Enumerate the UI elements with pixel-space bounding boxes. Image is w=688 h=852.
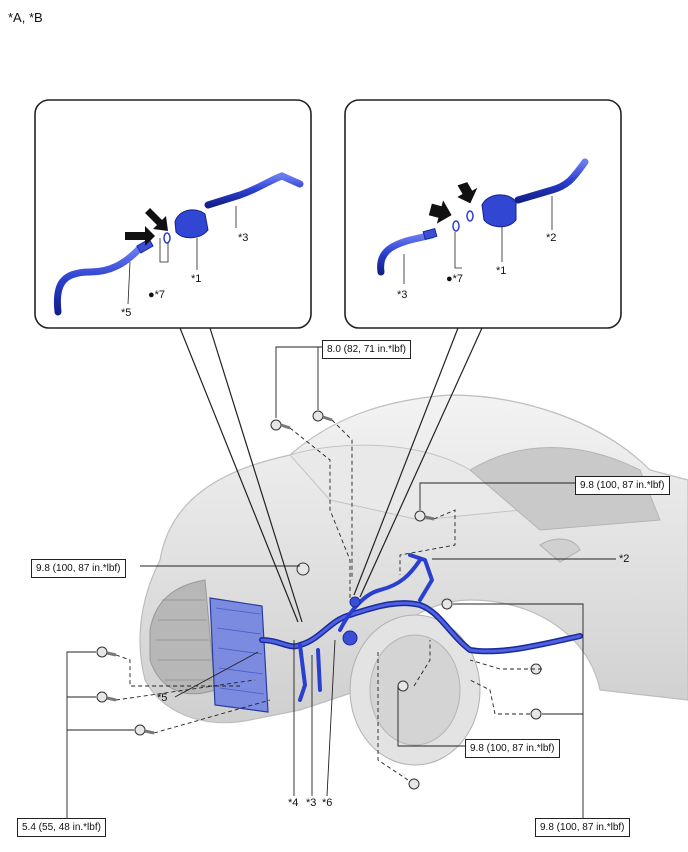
- inset-a-label-3: *3: [238, 232, 249, 244]
- inset-b-label-3: *3: [397, 289, 408, 301]
- torque-spec-right-upper: 9.8 (100, 87 in.*lbf): [575, 476, 670, 495]
- main-label-3: *3: [306, 797, 317, 809]
- bolt-icon: [270, 419, 291, 431]
- inset-a: [34, 99, 312, 329]
- torque-spec-bottom-left: 5.4 (55, 48 in.*lbf): [17, 818, 106, 837]
- main-label-4: *4: [288, 797, 299, 809]
- bolt-icon: [441, 598, 453, 610]
- bolt-icon: [312, 410, 333, 422]
- arrow-icon: [428, 200, 452, 224]
- inset-b-label-7: ●*7: [446, 273, 464, 285]
- ac-pipe-assembly: [259, 553, 583, 702]
- bolt-icon: [96, 691, 117, 703]
- inset-b: [344, 99, 622, 329]
- bolt-icon: [408, 778, 420, 790]
- bolt-icon: [296, 562, 310, 576]
- inset-a-label-7: ●*7: [148, 289, 166, 301]
- bolt-icon: [397, 680, 409, 692]
- arrow-icon: [125, 226, 155, 246]
- main-label-2: *2: [619, 553, 630, 565]
- torque-spec-left-mid: 9.8 (100, 87 in.*lbf): [31, 559, 126, 578]
- main-label-5: *5: [157, 692, 168, 704]
- arrow-icon: [457, 182, 478, 204]
- bolt-icons: [96, 410, 542, 790]
- bolt-icon: [134, 724, 155, 736]
- arrow-icon: [145, 208, 168, 231]
- leader-lines: [66, 327, 616, 818]
- bolt-icon: [530, 708, 542, 720]
- inset-a-label-1: *1: [191, 273, 202, 285]
- vehicle-illustration: [139, 394, 688, 766]
- bolt-icon: [414, 510, 435, 522]
- main-label-6: *6: [322, 797, 333, 809]
- torque-spec-top: 8.0 (82, 71 in.*lbf): [322, 340, 411, 359]
- inset-b-label-2: *2: [546, 232, 557, 244]
- inset-a-label-5: *5: [121, 307, 132, 319]
- torque-spec-bottom-center: 9.8 (100, 87 in.*lbf): [465, 739, 560, 758]
- torque-spec-bottom-right: 9.8 (100, 87 in.*lbf): [535, 818, 630, 837]
- variant-header: *A, *B: [8, 10, 43, 25]
- bolt-icon: [96, 646, 117, 658]
- inset-b-label-1: *1: [496, 265, 507, 277]
